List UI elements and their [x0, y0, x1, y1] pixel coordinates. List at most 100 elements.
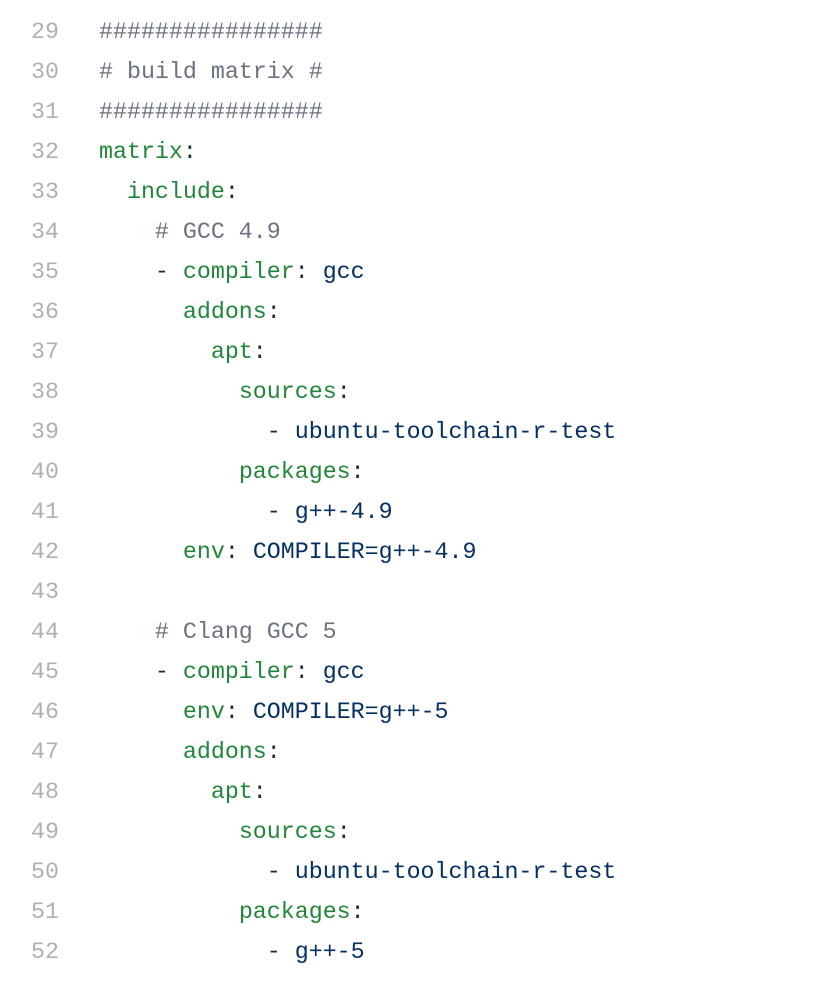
yaml-colon: :: [252, 779, 267, 805]
yaml-comment: ################: [99, 19, 323, 45]
yaml-value: gcc: [322, 659, 365, 685]
indent: [99, 179, 127, 205]
line-number: 34: [31, 219, 59, 245]
indent: [99, 939, 267, 965]
code-line: 41 - g++-4.9: [0, 492, 831, 532]
code-line: 45 - compiler: gcc: [0, 652, 831, 692]
yaml-colon: :: [294, 259, 323, 285]
line-number: 52: [31, 939, 59, 965]
yaml-key: compiler: [182, 259, 295, 285]
line-number: 45: [31, 659, 59, 685]
indent: [99, 499, 267, 525]
indent: [99, 899, 239, 925]
yaml-comment: ################: [99, 99, 323, 125]
code-line: 52 - g++-5: [0, 932, 831, 972]
line-number: 33: [31, 179, 59, 205]
yaml-colon: :: [350, 899, 365, 925]
indent: [99, 259, 155, 285]
line-number: 29: [31, 19, 59, 45]
yaml-colon: :: [266, 299, 281, 325]
line-number: 32: [31, 139, 59, 165]
indent: [99, 299, 183, 325]
list-dash: -: [154, 659, 183, 685]
code-line: 35 - compiler: gcc: [0, 252, 831, 292]
code-text: ################: [59, 92, 323, 132]
yaml-value: ubuntu-toolchain-r-test: [294, 419, 617, 445]
yaml-value: ubuntu-toolchain-r-test: [294, 859, 617, 885]
indent: [99, 379, 239, 405]
code-line: 46 env: COMPILER=g++-5: [0, 692, 831, 732]
yaml-value: g++-5: [294, 939, 365, 965]
yaml-colon: :: [224, 699, 253, 725]
code-text: apt:: [59, 332, 267, 372]
line-number: 41: [31, 499, 59, 525]
yaml-colon: :: [224, 179, 239, 205]
yaml-key: packages: [238, 899, 351, 925]
yaml-comment: # Clang GCC 5: [154, 619, 337, 645]
yaml-value: gcc: [322, 259, 365, 285]
code-text: # build matrix #: [59, 52, 323, 92]
line-number: 37: [31, 339, 59, 365]
line-number: 51: [31, 899, 59, 925]
code-line: 51 packages:: [0, 892, 831, 932]
yaml-colon: :: [224, 539, 253, 565]
yaml-value: COMPILER=g++-4.9: [252, 539, 477, 565]
list-dash: -: [266, 499, 295, 525]
code-text: packages:: [59, 452, 365, 492]
code-line: 33 include:: [0, 172, 831, 212]
code-text: - g++-5: [59, 932, 365, 972]
code-line: 38 sources:: [0, 372, 831, 412]
indent: [99, 859, 267, 885]
code-line: 39 - ubuntu-toolchain-r-test: [0, 412, 831, 452]
code-line: 34 # GCC 4.9: [0, 212, 831, 252]
code-line: 36 addons:: [0, 292, 831, 332]
code-text: addons:: [59, 732, 281, 772]
code-text: matrix:: [59, 132, 197, 172]
yaml-key: sources: [238, 379, 337, 405]
code-line: 50 - ubuntu-toolchain-r-test: [0, 852, 831, 892]
code-line: 48 apt:: [0, 772, 831, 812]
yaml-key: compiler: [182, 659, 295, 685]
code-text: apt:: [59, 772, 267, 812]
code-line: 37 apt:: [0, 332, 831, 372]
code-line: 47 addons:: [0, 732, 831, 772]
indent: [99, 339, 211, 365]
yaml-colon: :: [266, 739, 281, 765]
list-dash: -: [266, 859, 295, 885]
code-line: 49 sources:: [0, 812, 831, 852]
list-dash: -: [266, 419, 295, 445]
line-number: 35: [31, 259, 59, 285]
yaml-key: apt: [210, 339, 253, 365]
code-text: - g++-4.9: [59, 492, 393, 532]
yaml-colon: :: [350, 459, 365, 485]
code-text: # Clang GCC 5: [59, 612, 337, 652]
line-number: 47: [31, 739, 59, 765]
line-number: 44: [31, 619, 59, 645]
line-number: 48: [31, 779, 59, 805]
code-text: sources:: [59, 812, 351, 852]
yaml-colon: :: [252, 339, 267, 365]
yaml-key: addons: [182, 299, 267, 325]
indent: [99, 459, 239, 485]
code-text: - ubuntu-toolchain-r-test: [59, 412, 617, 452]
code-text: # GCC 4.9: [59, 212, 281, 252]
yaml-colon: :: [336, 819, 351, 845]
code-line: 40 packages:: [0, 452, 831, 492]
indent: [99, 419, 267, 445]
line-number: 42: [31, 539, 59, 565]
indent: [99, 779, 211, 805]
code-line: 42 env: COMPILER=g++-4.9: [0, 532, 831, 572]
indent: [99, 819, 239, 845]
yaml-comment: # GCC 4.9: [154, 219, 281, 245]
line-number: 39: [31, 419, 59, 445]
indent: [99, 699, 183, 725]
code-text: ################: [59, 12, 323, 52]
line-number: 30: [31, 59, 59, 85]
yaml-key: include: [126, 179, 225, 205]
list-dash: -: [266, 939, 295, 965]
line-number: 38: [31, 379, 59, 405]
line-number: 46: [31, 699, 59, 725]
yaml-key: env: [182, 539, 225, 565]
